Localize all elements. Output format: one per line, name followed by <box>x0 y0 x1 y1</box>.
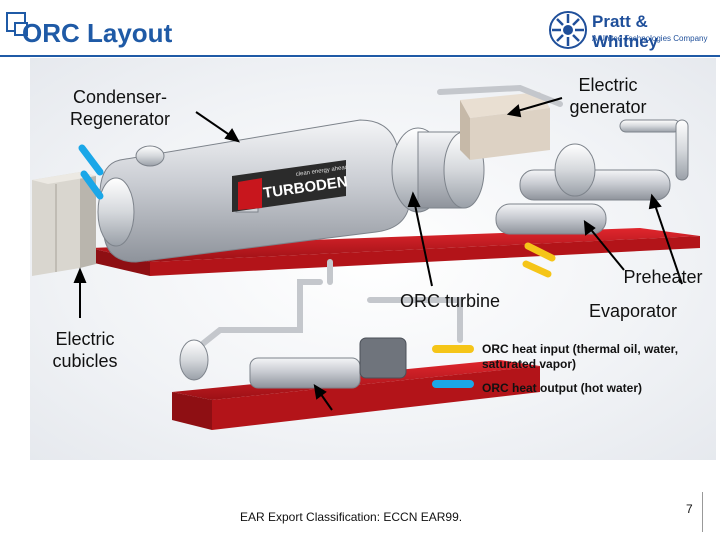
footer-divider <box>702 492 703 532</box>
export-classification-footer: EAR Export Classification: ECCN EAR99. <box>240 510 463 524</box>
label-electric-cubicles: Electric cubicles <box>52 329 118 371</box>
slide-title: ORC Layout <box>22 18 173 48</box>
label-evaporator: Evaporator <box>588 301 678 321</box>
company-logo: Pratt & Whitney A United Technologies Co… <box>548 10 718 51</box>
heat-output-markers <box>78 144 104 200</box>
label-preheater: Preheater <box>623 267 703 287</box>
title-bullet-inner-icon <box>14 22 28 36</box>
preheater-evaporator-tanks <box>495 119 689 235</box>
title-divider <box>0 55 720 57</box>
label-condenser-regenerator: Condenser- Regenerator <box>69 87 171 129</box>
legend-heat-input-text: ORC heat input (thermal oil, water, satu… <box>482 342 679 371</box>
feed-pump-motor <box>179 337 407 389</box>
legend-heat-output-text: ORC heat output (hot water) <box>482 381 642 395</box>
process-piping <box>197 84 563 349</box>
callout-arrows <box>73 97 683 411</box>
turboden-badge: TURBODEN clean energy ahead <box>232 160 349 212</box>
legend-heat-output-swatch <box>432 380 474 388</box>
heat-input-markers <box>522 242 556 278</box>
label-orc-turbine: ORC turbine <box>399 291 501 311</box>
pratt-whitney-emblem-icon <box>549 11 587 49</box>
electric-generator-housing <box>460 92 550 160</box>
page-number: 7 <box>686 502 693 516</box>
legend-heat-input-swatch <box>432 345 474 353</box>
electric-cubicles-cabinet <box>32 172 96 276</box>
label-electric-generator: Electric generator <box>569 75 647 117</box>
logo-name: Pratt & Whitney <box>592 12 659 51</box>
logo-tagline: A United Technologies Company <box>592 34 708 43</box>
